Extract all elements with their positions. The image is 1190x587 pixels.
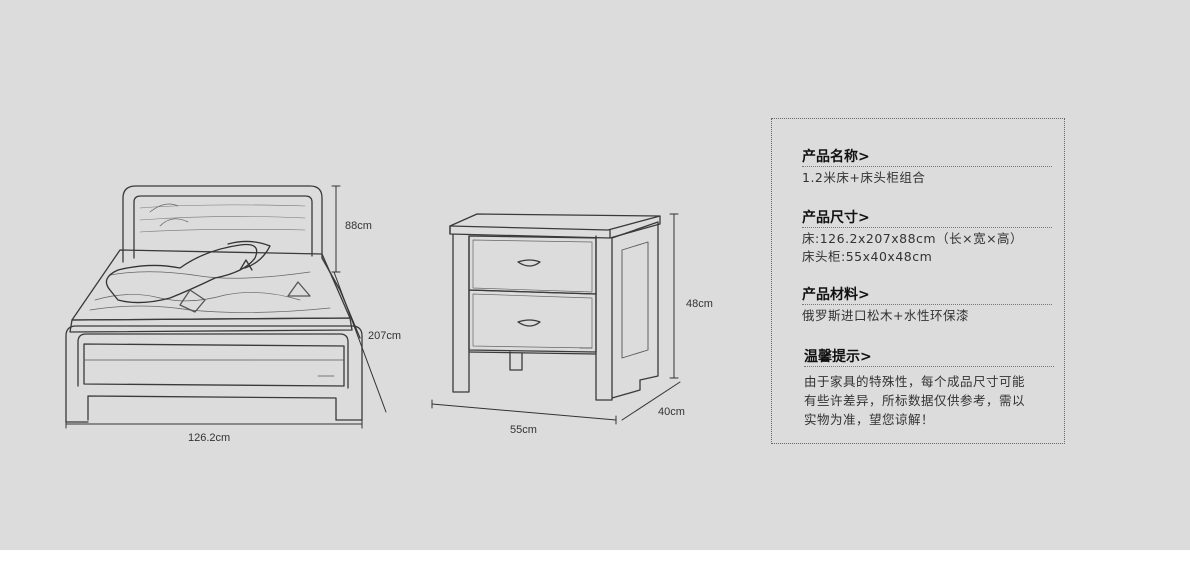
- nightstand-drawing: [431, 213, 681, 425]
- cabinet-height-label: 48cm: [686, 298, 713, 310]
- product-size-section: 产品尺寸> 床:126.2x207x88cm（长×宽×高） 床头柜:55x40x…: [802, 208, 1052, 266]
- product-size-title: 产品尺寸>: [802, 208, 1052, 228]
- bed-drawing: [65, 185, 387, 429]
- product-size-value: 床:126.2x207x88cm（长×宽×高） 床头柜:55x40x48cm: [802, 230, 1052, 266]
- bed-height-label: 88cm: [345, 220, 372, 232]
- product-name-section: 产品名称> 1.2米床+床头柜组合: [802, 147, 1052, 187]
- tips-line: 由于家具的特殊性，每个成品尺寸可能: [804, 374, 1026, 389]
- tips-text: 由于家具的特殊性，每个成品尺寸可能 有些许差异，所标数据仅供参考，需以 实物为准…: [804, 372, 1054, 429]
- product-size-line-bed: 床:126.2x207x88cm（长×宽×高）: [802, 231, 1024, 246]
- product-name-value: 1.2米床+床头柜组合: [802, 169, 1052, 187]
- product-material-section: 产品材料> 俄罗斯进口松木+水性环保漆: [802, 285, 1052, 325]
- bed-length-label: 207cm: [368, 330, 402, 342]
- product-material-line: 俄罗斯进口松木+水性环保漆: [802, 308, 969, 323]
- tips-section: 温馨提示> 由于家具的特殊性，每个成品尺寸可能 有些许差异，所标数据仅供参考，需…: [804, 347, 1054, 429]
- furniture-sketch: [65, 185, 681, 429]
- product-name-title: 产品名称>: [802, 147, 1052, 167]
- product-size-line-cabinet: 床头柜:55x40x48cm: [802, 249, 933, 264]
- cabinet-width-label: 55cm: [510, 424, 537, 436]
- product-material-value: 俄罗斯进口松木+水性环保漆: [802, 307, 1052, 325]
- product-info-box: 产品名称> 1.2米床+床头柜组合 产品尺寸> 床:126.2x207x88cm…: [771, 118, 1065, 444]
- tips-line: 有些许差异，所标数据仅供参考，需以: [804, 393, 1026, 408]
- background-panel: [0, 0, 1190, 550]
- tips-title: 温馨提示>: [804, 347, 1054, 367]
- product-material-title: 产品材料>: [802, 285, 1052, 305]
- cabinet-depth-label: 40cm: [658, 406, 685, 418]
- bed-width-label: 126.2cm: [188, 432, 231, 444]
- product-name-line: 1.2米床+床头柜组合: [802, 170, 926, 185]
- tips-line: 实物为准，望您谅解！: [804, 412, 935, 427]
